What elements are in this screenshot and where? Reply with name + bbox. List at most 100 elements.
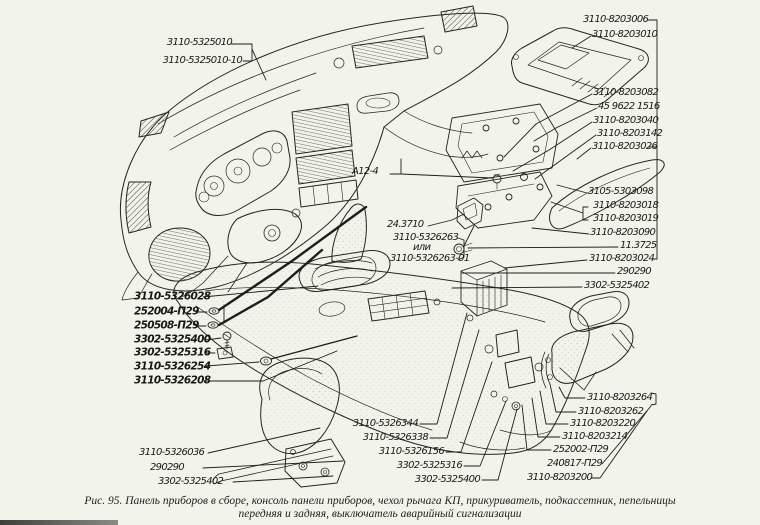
column-shroud [228, 209, 302, 262]
center-vent-mid [296, 150, 355, 184]
leader-line [522, 405, 551, 450]
leader-line [513, 122, 592, 171]
part-label-3110-5326263-01: 3110-5326263-01 [390, 252, 470, 264]
part-label-250508-П29: 250508-П29 [134, 319, 199, 332]
leader-line [572, 36, 591, 48]
part-label-252002-П29: 252002-П29 [553, 443, 609, 455]
leader-line [504, 260, 587, 268]
part-label-3110-8203262: 3110-8203262 [578, 405, 644, 417]
part-label-3110-8203090: 3110-8203090 [590, 226, 656, 238]
leader-line [206, 362, 259, 366]
part-label-290290: 290290 [617, 265, 652, 277]
part-label-3110-8203010: 3110-8203010 [592, 28, 658, 40]
screw-icon [485, 204, 491, 210]
leader-line [231, 44, 252, 61]
dashboard-drawing [120, 6, 507, 300]
part-label-3302-5325400: 3302-5325400 [134, 333, 211, 346]
part-label-3110-8203264: 3110-8203264 [587, 391, 653, 403]
leader-line [420, 313, 467, 424]
leader-line [206, 351, 337, 381]
part-label-240817-П29: 240817-П29 [547, 457, 603, 469]
leader-line [430, 330, 479, 438]
screw-icon [537, 184, 543, 190]
part-label-3302-5325316: 3302-5325316 [134, 346, 211, 359]
leader-line [482, 409, 517, 480]
gauge-circle [204, 176, 224, 196]
screw-icon [483, 125, 489, 131]
part-label-3110-5326338: 3110-5326338 [362, 431, 429, 443]
ashtray-drawing [541, 292, 634, 390]
part-label-A12-4: A12-4 [352, 165, 379, 177]
leader-line [446, 362, 492, 452]
part-label-3110-8203214: 3110-8203214 [562, 430, 628, 442]
screw-icon [533, 146, 539, 152]
leader-line [602, 406, 651, 464]
leader-line [651, 393, 656, 405]
leader-line [428, 214, 464, 226]
hazard-switch [457, 198, 483, 229]
leader-line [271, 336, 357, 359]
leader-line [452, 287, 582, 288]
display-bezel-drawing [511, 28, 648, 105]
leader-line [252, 49, 266, 80]
leader-line [464, 401, 506, 466]
ignition-switch [264, 225, 280, 241]
ashtray-opening [505, 357, 535, 388]
leader-line [557, 185, 587, 193]
leader-line [468, 247, 618, 248]
leader-line [535, 135, 596, 179]
gaz-badge [357, 93, 399, 113]
part-label-3110-8203040: 3110-8203040 [593, 114, 659, 126]
part-label-252004-П29: 252004-П29 [134, 305, 199, 318]
part-label-3110-8203082: 3110-8203082 [593, 86, 659, 98]
screw-icon [506, 194, 512, 200]
scan-artifact-bar [0, 520, 118, 525]
nut-icon [261, 357, 272, 365]
part-label-290290: 290290 [150, 461, 185, 473]
part-label-3110-8203200: 3110-8203200 [527, 471, 593, 483]
deck-vent [352, 36, 428, 68]
part-label-3110-8203142: 3110-8203142 [597, 127, 663, 139]
part-label-3110-5325010: 3110-5325010 [166, 36, 233, 48]
part-label-3110-5326036: 3110-5326036 [139, 446, 205, 458]
leader-line [577, 148, 591, 159]
caption-line-2: передняя и задняя, выключатель аварийный… [238, 508, 522, 520]
gauge-circle [253, 148, 271, 166]
leader-line [458, 238, 464, 260]
part-label-3110-5326254: 3110-5326254 [134, 360, 211, 373]
part-label-3110-8203024: 3110-8203024 [589, 252, 655, 264]
part-label-11.3725: 11.3725 [620, 239, 657, 251]
cluster-opening [196, 131, 290, 216]
leader-line [550, 384, 576, 412]
screw-icon [513, 118, 519, 124]
screw-icon [497, 155, 503, 161]
screw-icon [321, 468, 329, 476]
leader-line [540, 391, 568, 424]
leader-line [203, 461, 343, 468]
part-label-3302-5325402: 3302-5325402 [584, 279, 650, 291]
leader-line [559, 387, 585, 398]
part-label-3110-5326263: 3110-5326263 [393, 231, 459, 243]
switch-opening [496, 330, 519, 357]
leader-lines-layer [196, 20, 657, 482]
leader-line [206, 338, 221, 340]
boot-plate [299, 251, 390, 292]
corner-vent [441, 6, 477, 32]
button-row [299, 180, 358, 207]
leader-line [583, 207, 588, 220]
trim-strip-drawing [550, 160, 665, 229]
leader-line [203, 286, 318, 297]
screw-icon [299, 462, 307, 470]
armrest-base [285, 439, 345, 487]
part-label-3302-5325400: 3302-5325400 [414, 473, 481, 485]
part-label-3302-5325316: 3302-5325316 [396, 459, 463, 471]
boot-cone [332, 204, 366, 262]
part-label-или: или [413, 241, 431, 253]
leader-line [401, 174, 492, 178]
leader-line [233, 476, 333, 482]
leader-line [591, 411, 647, 478]
hardware-drawing [208, 198, 483, 365]
armrest-pad [260, 358, 340, 453]
